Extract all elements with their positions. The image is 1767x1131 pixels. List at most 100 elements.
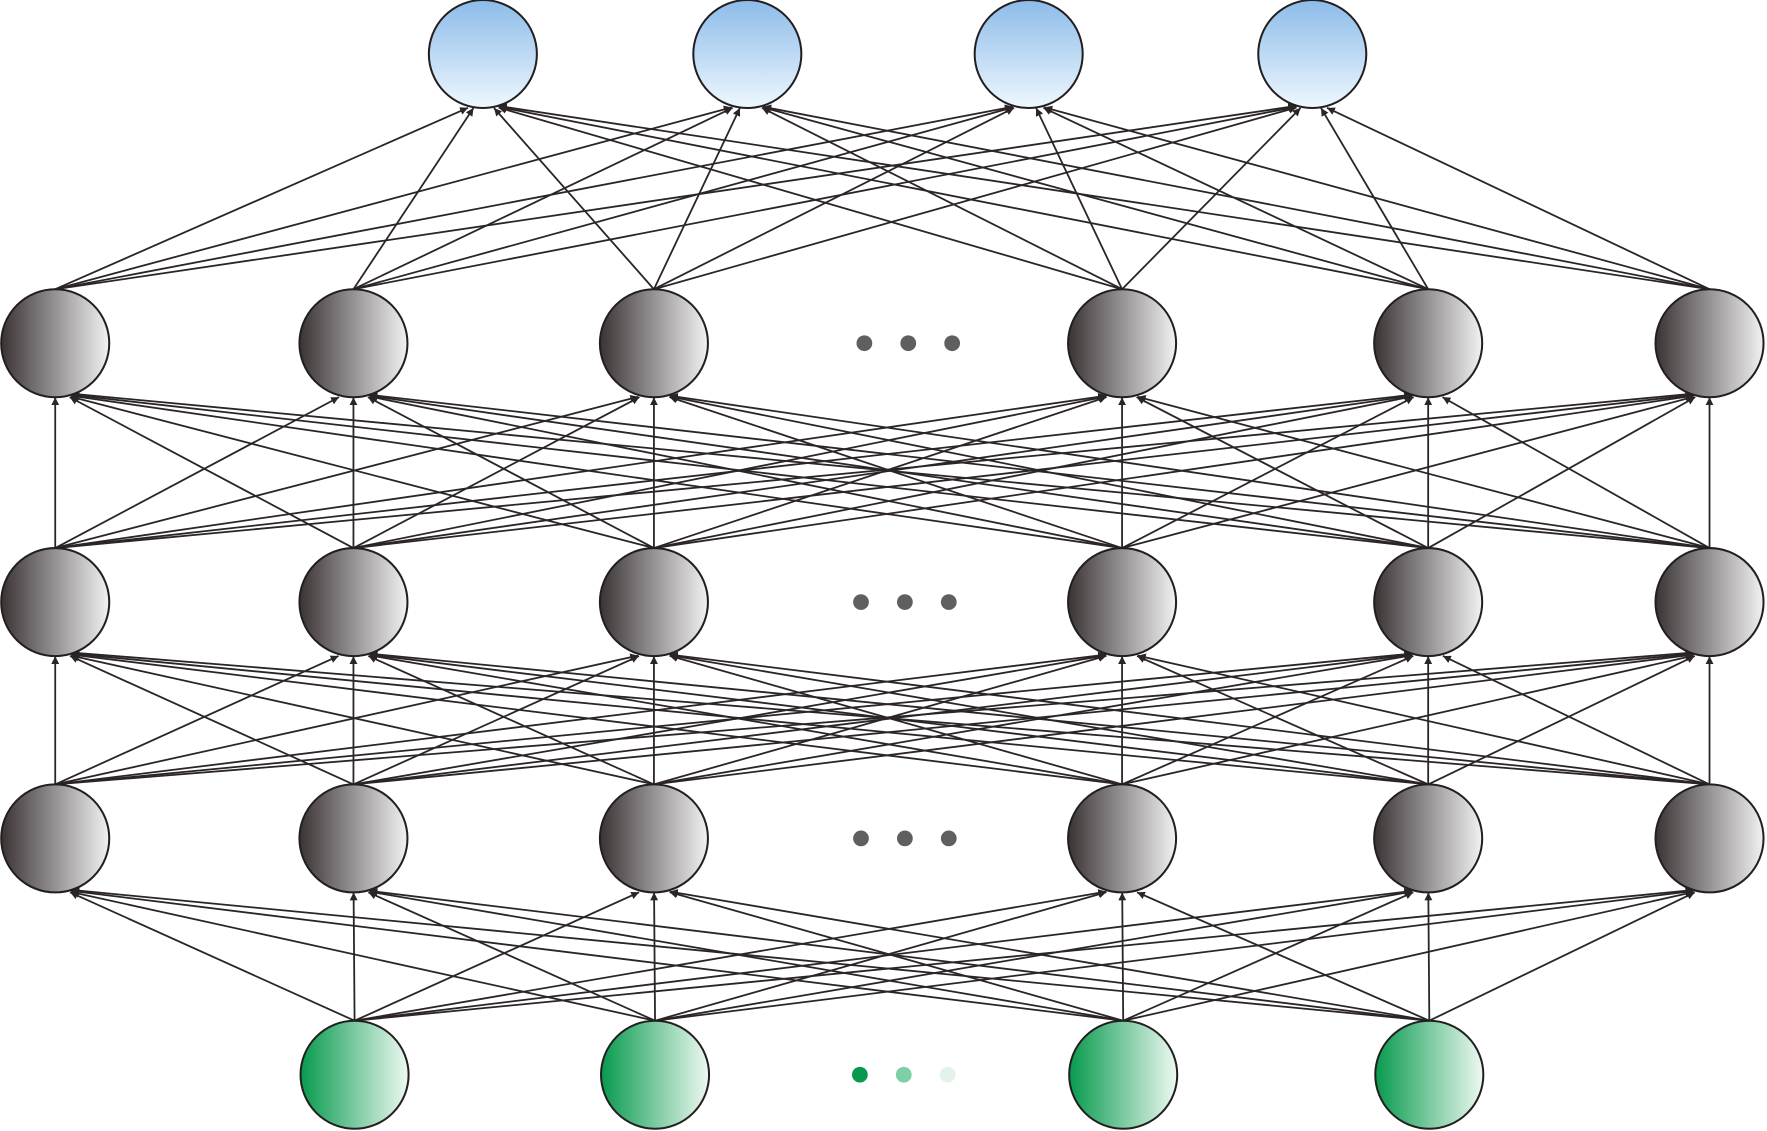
edge-hidden-1-2-to-hidden-2-4 <box>653 652 1413 786</box>
hidden-2-neuron-5 <box>1373 547 1484 658</box>
input-neuron-2 <box>600 1019 711 1130</box>
edge-hidden-2-1-to-hidden-3-3 <box>353 394 1107 549</box>
edge-input-1-to-hidden-1-0 <box>70 889 656 1022</box>
edge-hidden-1-5-to-hidden-2-1 <box>369 650 1710 786</box>
edge-input-0-to-hidden-1-0 <box>69 891 355 1022</box>
edge-hidden-1-5-to-hidden-2-3 <box>1137 653 1710 786</box>
edge-hidden-1-3-to-hidden-2-2 <box>669 654 1123 786</box>
edge-hidden-1-1-to-hidden-2-3 <box>353 652 1107 786</box>
edge-hidden-1-5-to-hidden-2-2 <box>669 651 1710 786</box>
hidden-3-ellipsis <box>856 335 961 352</box>
edge-hidden-1-1-to-hidden-2-2 <box>353 655 640 786</box>
edge-hidden-1-3-to-hidden-2-0 <box>71 651 1123 786</box>
input-neuron-3 <box>1068 1019 1179 1130</box>
edge-hidden-3-1-to-output-3 <box>353 104 1297 291</box>
edge-hidden-2-0-to-hidden-3-2 <box>54 394 639 549</box>
edge-input-1-to-hidden-1-2 <box>650 892 659 1021</box>
edge-input-2-to-hidden-1-2 <box>669 890 1124 1022</box>
edge-input-0-to-hidden-1-3 <box>354 889 1107 1022</box>
edge-hidden-3-4-to-output-1 <box>762 105 1429 291</box>
input-ellipsis <box>851 1066 956 1083</box>
output-neuron-2 <box>692 0 803 110</box>
edge-input-3-to-hidden-1-2 <box>669 889 1430 1022</box>
edge-hidden-2-3-to-hidden-3-5 <box>1121 395 1695 549</box>
ellipsis-dot <box>897 594 913 610</box>
edge-input-0-to-hidden-1-1 <box>349 892 358 1021</box>
edge-hidden-2-4-to-hidden-3-3 <box>1136 396 1429 549</box>
edge-hidden-2-0-to-hidden-3-1 <box>54 396 340 549</box>
ellipsis-dot <box>856 335 873 352</box>
edge-hidden-1-5-to-hidden-2-0 <box>71 649 1710 786</box>
edge-hidden-3-5-to-output-3 <box>1326 107 1710 291</box>
edge-hidden-3-3-to-output-3 <box>1121 107 1302 290</box>
edge-hidden-2-4-to-hidden-3-0 <box>71 391 1429 549</box>
edge-hidden-1-3-to-hidden-2-1 <box>369 652 1123 786</box>
ellipsis-dot <box>939 1066 956 1083</box>
edge-hidden-1-5-to-hidden-2-4 <box>1442 655 1710 786</box>
edge-hidden-2-3-to-hidden-3-1 <box>369 394 1123 549</box>
edge-input-1-to-hidden-1-1 <box>367 891 656 1022</box>
ellipsis-dot <box>853 830 869 847</box>
ellipsis-dot <box>895 1066 912 1083</box>
edge-hidden-2-5-to-hidden-3-1 <box>369 391 1710 549</box>
hidden-3-neuron-2 <box>298 288 409 399</box>
hidden-1-neuron-2 <box>298 783 409 894</box>
edge-hidden-1-1-to-hidden-2-0 <box>69 655 354 786</box>
edge-input-0-to-hidden-1-5 <box>354 886 1694 1022</box>
edge-hidden-3-0-to-output-0 <box>54 106 469 291</box>
hidden-2-neuron-3 <box>598 547 709 658</box>
hidden-2-neuron-6 <box>1654 547 1765 658</box>
edge-input-3-to-hidden-1-1 <box>369 887 1430 1022</box>
edge-hidden-2-1-to-hidden-3-0 <box>69 396 354 549</box>
edge-hidden-1-2-to-hidden-2-5 <box>653 651 1694 786</box>
hidden-1-ellipsis <box>853 830 957 847</box>
ellipsis-dot <box>851 1066 868 1083</box>
ellipsis-dot <box>853 594 869 610</box>
hidden-1-neuron-6 <box>1654 783 1765 894</box>
edge-input-2-to-hidden-1-3 <box>1118 892 1127 1021</box>
hidden-2-neuron-4 <box>1067 547 1178 658</box>
edge-hidden-2-1-to-hidden-3-5 <box>353 391 1694 549</box>
output-neuron-3 <box>973 0 1084 110</box>
edge-hidden-1-0-to-hidden-2-1 <box>54 655 339 786</box>
edge-input-3-to-hidden-1-4 <box>1424 892 1433 1021</box>
edge-hidden-1-4-to-hidden-2-5 <box>1427 655 1696 786</box>
edge-input-2-to-hidden-1-0 <box>71 887 1124 1022</box>
edge-hidden-3-0-to-output-3 <box>55 103 1297 291</box>
edge-hidden-2-5-to-hidden-3-0 <box>71 390 1710 549</box>
hidden-1-neuron-3 <box>598 783 709 894</box>
edge-hidden-2-0-to-hidden-3-5 <box>55 390 1694 549</box>
edge-input-3-to-hidden-1-5 <box>1428 891 1696 1022</box>
edge-hidden-2-1-to-hidden-3-2 <box>353 396 640 549</box>
output-neuron-4 <box>1257 0 1368 110</box>
edge-hidden-1-4-to-hidden-2-0 <box>71 650 1429 786</box>
edge-input-0-to-hidden-1-2 <box>354 891 640 1022</box>
hidden-3-neuron-5 <box>1373 288 1484 399</box>
edge-hidden-3-5-to-output-1 <box>763 104 1710 291</box>
edge-hidden-2-2-to-hidden-3-4 <box>653 394 1413 549</box>
edge-hidden-2-2-to-hidden-3-0 <box>70 394 655 549</box>
edge-hidden-3-3-to-output-0 <box>498 105 1123 291</box>
edge-hidden-3-3-to-output-1 <box>761 107 1123 291</box>
edge-input-1-to-hidden-1-5 <box>654 888 1694 1022</box>
hidden-2-neuron-1 <box>0 547 111 658</box>
input-neuron-1 <box>299 1019 410 1130</box>
output-neuron-1 <box>427 0 538 110</box>
edge-hidden-3-1-to-output-1 <box>353 107 733 291</box>
hidden-3-neuron-1 <box>0 288 111 399</box>
edge-hidden-3-3-to-output-2 <box>1035 107 1123 290</box>
edge-input-1-to-hidden-1-4 <box>654 889 1413 1022</box>
hidden-3-neuron-6 <box>1654 288 1765 399</box>
connections <box>51 103 1714 1022</box>
edge-hidden-1-0-to-hidden-2-3 <box>55 651 1107 786</box>
edge-hidden-3-5-to-output-0 <box>498 103 1710 291</box>
edge-hidden-1-0-to-hidden-2-2 <box>55 653 639 786</box>
edge-hidden-1-3-to-hidden-2-5 <box>1121 653 1694 786</box>
edge-hidden-2-4-to-hidden-3-5 <box>1427 396 1696 549</box>
edge-hidden-2-3-to-hidden-3-0 <box>71 392 1123 549</box>
ellipsis-dot <box>944 335 961 352</box>
edge-hidden-3-2-to-output-1 <box>653 107 741 290</box>
edge-input-2-to-hidden-1-1 <box>369 889 1124 1022</box>
edge-hidden-3-0-to-output-2 <box>55 104 1013 291</box>
